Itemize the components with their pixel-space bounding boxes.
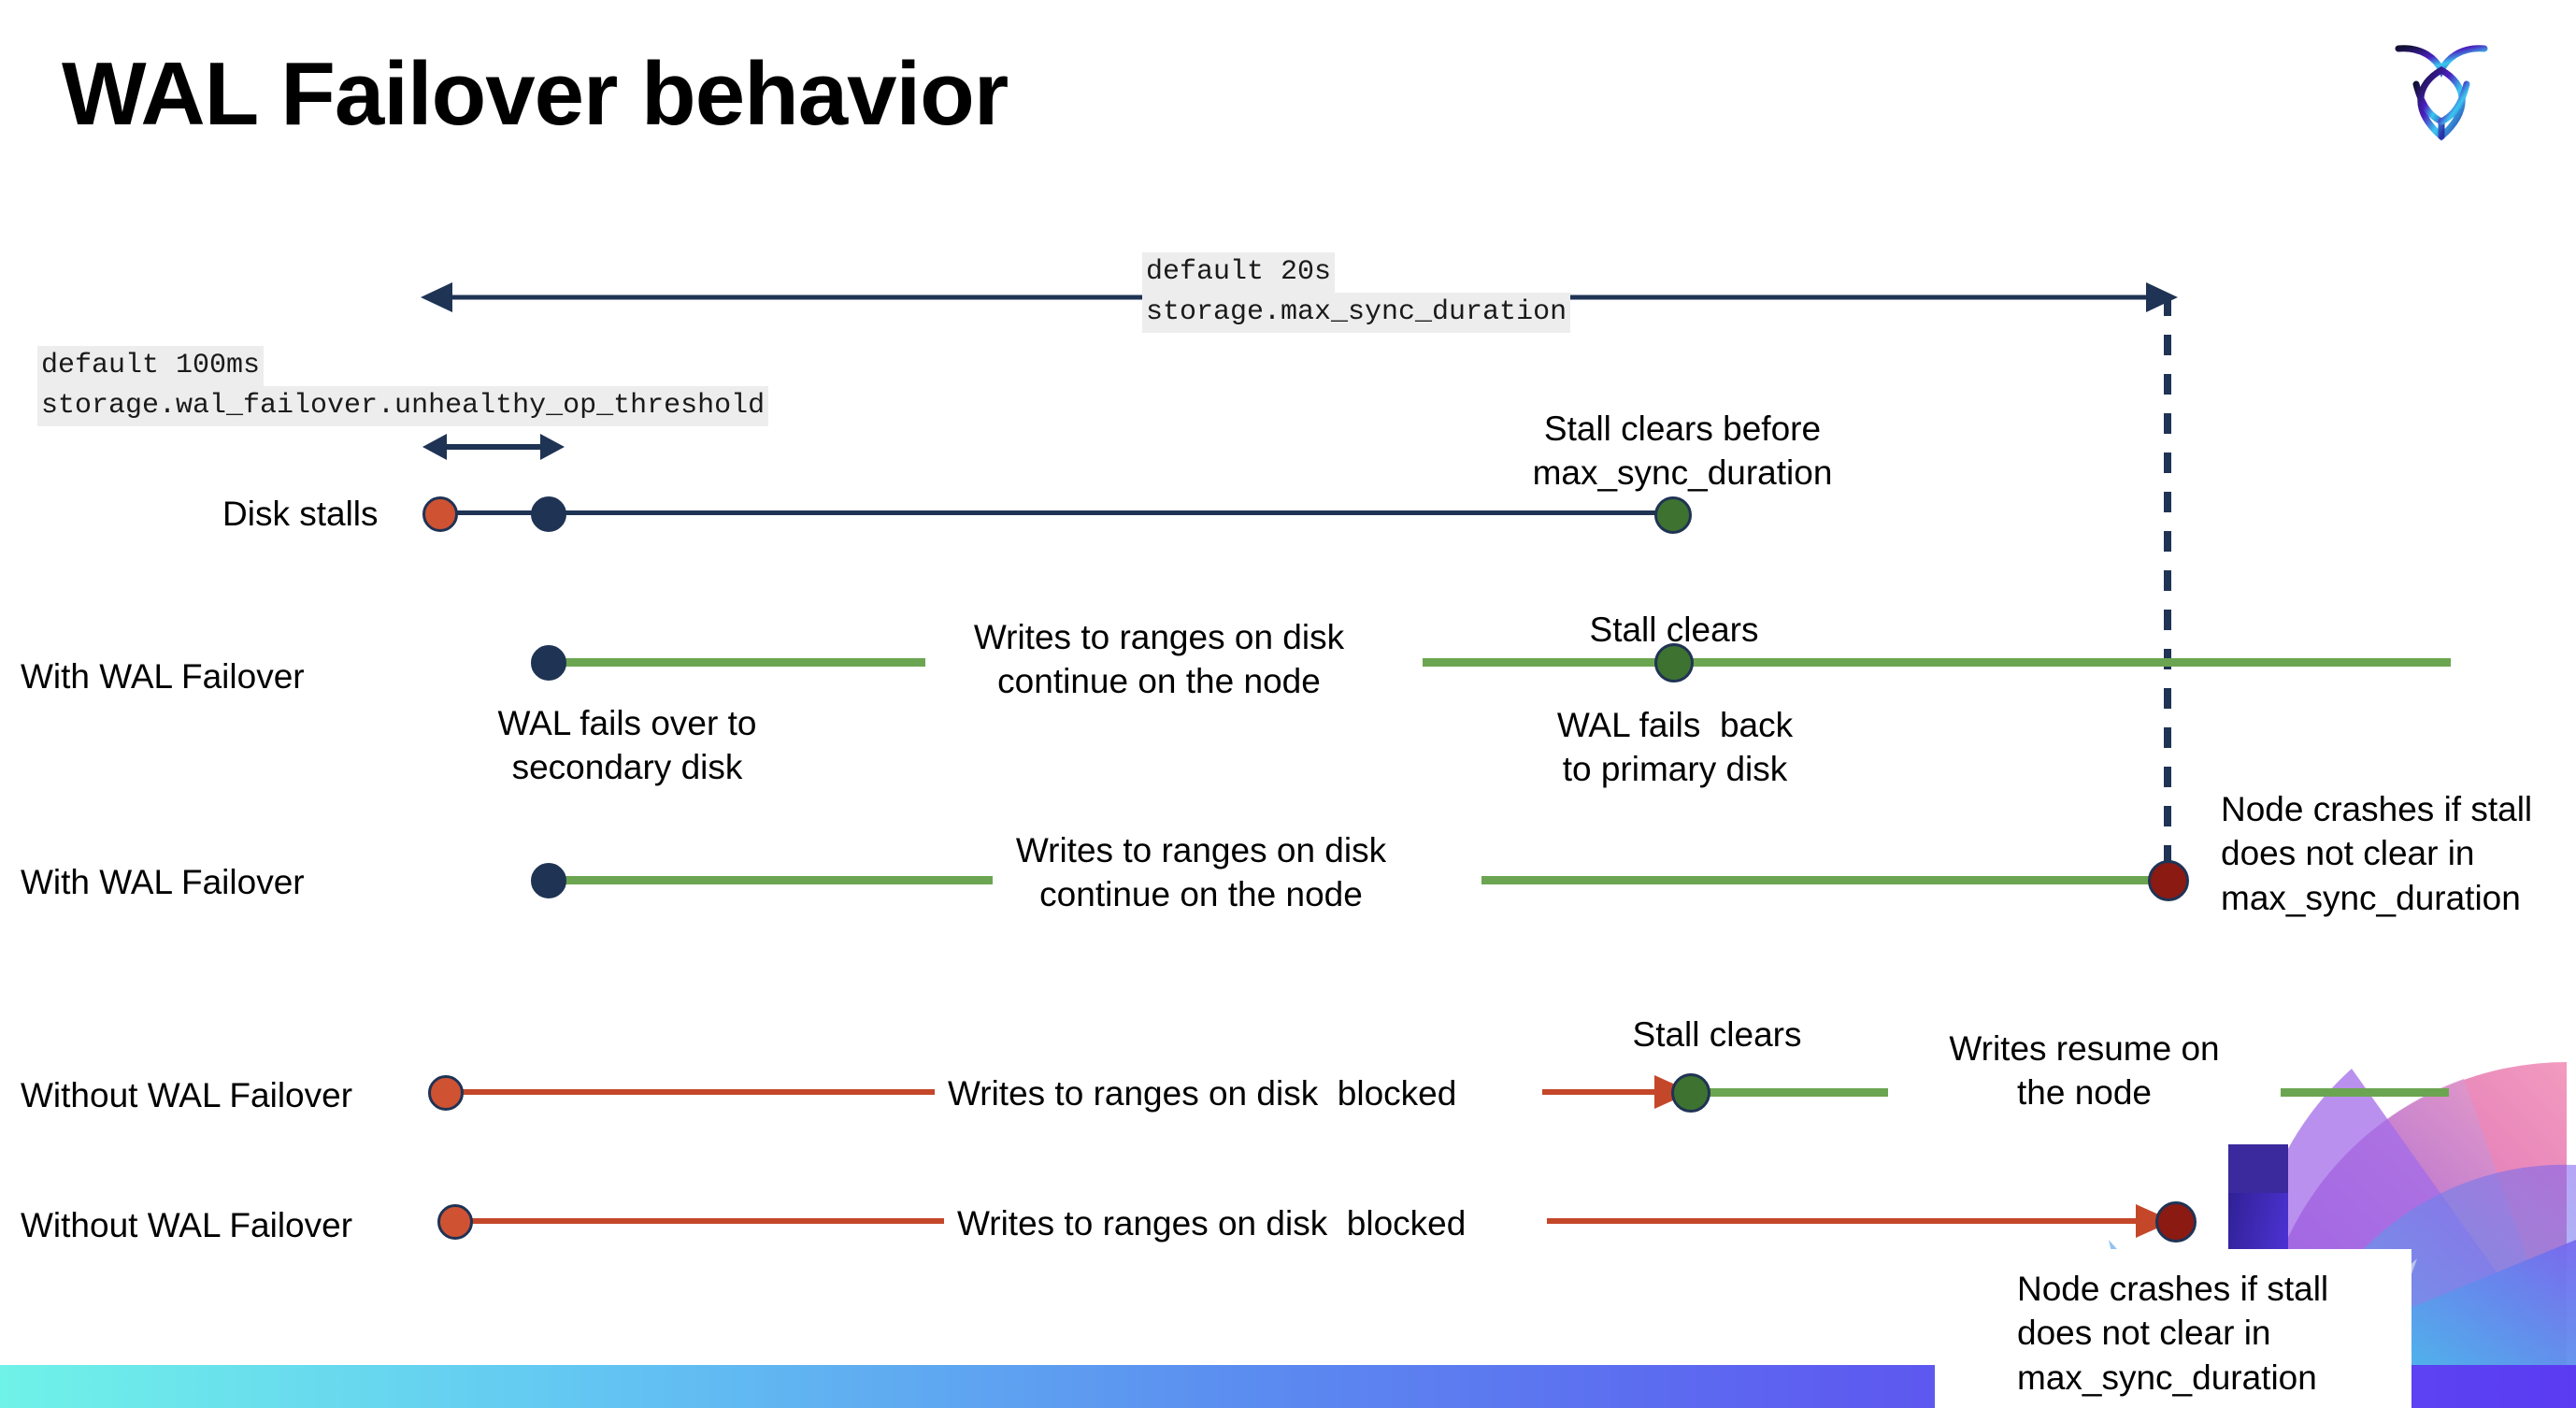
unhealthy-threshold-span-arrow: [422, 430, 565, 464]
unhealthy-setting-label: storage.wal_failover.unhealthy_op_thresh…: [37, 385, 769, 426]
max-sync-setting-label: storage.max_sync_duration: [1142, 292, 1571, 333]
note-stall-clears-before-max-sync: Stall clears before max_sync_duration: [1532, 409, 1833, 493]
with-wal-failover-timeline-left: [553, 658, 925, 667]
note-writes-blocked-row5: Writes to ranges on disk blocked: [957, 1204, 1467, 1243]
without-wal-failover-clear-marker: [1671, 1073, 1710, 1113]
wal-failover-trigger-marker: [531, 496, 566, 532]
disk-stall-clear-marker: [1654, 496, 1692, 534]
with-wal-failover-crash-timeline-right: [1481, 876, 2181, 884]
note-writes-continue-row2: Writes to ranges on disk continue on the…: [973, 618, 1345, 701]
note-node-crashes-row3: Node crashes if stall does not clear in …: [2221, 790, 2533, 917]
without-wal-failover-resume-line-left: [1701, 1088, 1888, 1097]
row-label-without-wal-failover-clears: Without WAL Failover: [21, 1076, 353, 1114]
max-sync-default-label: default 20s: [1142, 252, 1336, 293]
unhealthy-default-label: default 100ms: [37, 346, 265, 386]
row-label-disk-stalls: Disk stalls: [222, 495, 379, 533]
without-wal-failover-crash-arrow: [1547, 1202, 2173, 1240]
disk-stalls-timeline: [441, 510, 1675, 515]
note-stall-clears-row4: Stall clears: [1632, 1015, 1802, 1054]
note-writes-continue-row3: Writes to ranges on disk continue on the…: [1015, 831, 1387, 914]
note-writes-blocked-row4: Writes to ranges on disk blocked: [948, 1074, 1457, 1113]
unhealthy-threshold-annotation: default 100ms storage.wal_failover.unhea…: [37, 346, 769, 426]
note-node-crashes-row5: Node crashes if stall does not clear in …: [2017, 1270, 2329, 1397]
max-sync-dashed-guide: [2163, 295, 2172, 884]
without-wal-failover-resume-line-right: [2281, 1088, 2449, 1097]
max-sync-duration-annotation: default 20s storage.max_sync_duration: [1142, 252, 1571, 333]
node-crash-marker-row5: [2155, 1201, 2197, 1243]
cockroach-labs-logo-icon: [2385, 28, 2497, 145]
page-title: WAL Failover behavior: [62, 44, 1009, 144]
disk-stall-start-marker: [422, 496, 458, 532]
without-wal-failover-start-marker: [428, 1075, 464, 1111]
crash-callout-card: [1935, 1249, 2411, 1408]
with-wal-failover-crash-timeline-left: [553, 876, 993, 884]
without-wal-failover-blocked-arrow: [1542, 1073, 1692, 1111]
wal-failover-start-marker: [531, 645, 566, 681]
row-label-with-wal-failover-crash: With WAL Failover: [21, 863, 305, 901]
note-wal-fails-back: WAL fails back to primary disk: [1556, 706, 1794, 789]
node-crash-marker-row3: [2148, 860, 2189, 901]
wal-failback-marker: [1654, 643, 1694, 682]
without-wal-failover-blocked-line: [447, 1089, 935, 1095]
without-wal-failover-crash-start-marker: [437, 1204, 473, 1240]
wal-failover-crash-start-marker: [531, 863, 566, 898]
note-writes-resume: Writes resume on the node: [1949, 1029, 2220, 1113]
without-wal-failover-crash-line-left: [458, 1218, 944, 1224]
note-wal-fails-over: WAL fails over to secondary disk: [497, 704, 757, 787]
with-wal-failover-timeline-right: [1423, 658, 2451, 667]
row-label-with-wal-failover-clears: With WAL Failover: [21, 657, 305, 696]
note-stall-clears-row2: Stall clears: [1589, 611, 1759, 649]
row-label-without-wal-failover-crash: Without WAL Failover: [21, 1206, 353, 1244]
